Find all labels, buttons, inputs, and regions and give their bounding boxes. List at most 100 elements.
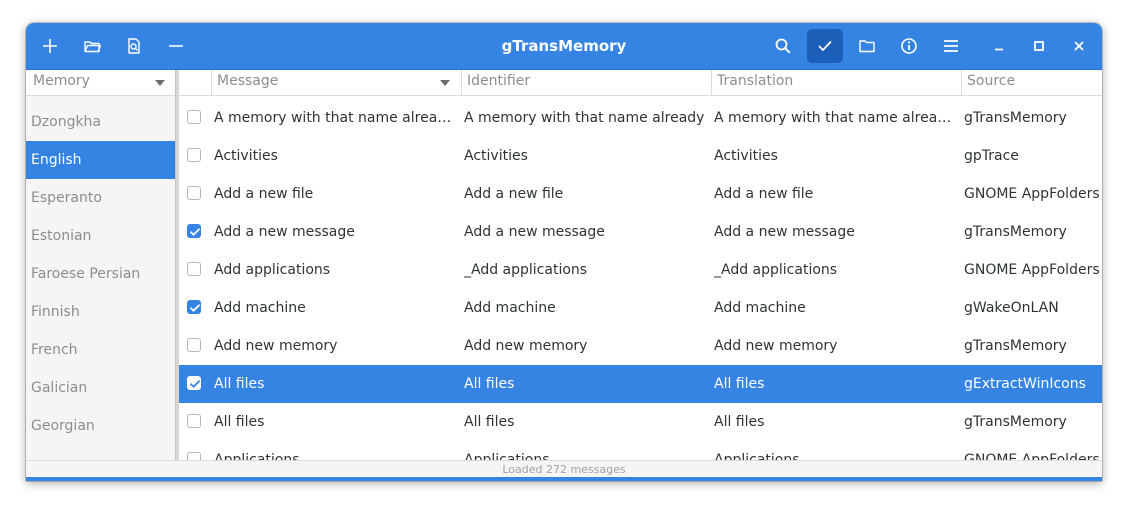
table-row[interactable]: Add a new file Add a new file Add a new fi… bbox=[179, 175, 1102, 213]
sidebar-item-finnish[interactable]: Finnish bbox=[26, 293, 175, 331]
cell-identifier: Add a new message bbox=[464, 224, 605, 240]
info-icon bbox=[901, 38, 917, 54]
status-text: Loaded 272 messages bbox=[502, 463, 626, 476]
cell-translation: Add machine bbox=[714, 300, 806, 316]
cell-source: GNOME AppFolders Manager bbox=[964, 262, 1102, 278]
open-folder-button[interactable] bbox=[849, 29, 885, 63]
cell-translation: Add a new file bbox=[714, 186, 814, 202]
column-header-translation[interactable]: Translation bbox=[711, 70, 961, 95]
folder-icon bbox=[859, 40, 875, 53]
column-header-label: Identifier bbox=[467, 73, 531, 89]
cell-identifier: Activities bbox=[464, 148, 528, 164]
sidebar-item-english[interactable]: English bbox=[26, 141, 175, 179]
row-checkbox[interactable] bbox=[187, 376, 201, 390]
cell-translation: _Add applications bbox=[714, 262, 838, 278]
table-row[interactable]: Add a new message Add a new message Add a … bbox=[179, 213, 1102, 251]
sidebar-item-georgian[interactable]: Georgian bbox=[26, 407, 175, 445]
sidebar-item-label: French bbox=[31, 342, 78, 358]
table-header: Message Identifier Translation Source bbox=[179, 70, 1102, 96]
cell-message: Add a new message bbox=[214, 224, 355, 240]
open-file-button[interactable] bbox=[74, 29, 110, 63]
cell-identifier: Add a new file bbox=[464, 186, 564, 202]
memory-column-header[interactable]: Memory bbox=[26, 70, 175, 96]
column-header-source[interactable]: Source bbox=[961, 70, 1102, 95]
checkmark-icon bbox=[190, 228, 200, 236]
column-header-message[interactable]: Message bbox=[211, 70, 461, 95]
row-checkbox[interactable] bbox=[187, 300, 201, 314]
sidebar-item-label: Estonian bbox=[31, 228, 92, 244]
document-search-icon bbox=[128, 38, 140, 54]
remove-memory-button[interactable] bbox=[158, 29, 194, 63]
sidebar-item-faroese-persian[interactable]: Faroese Persian bbox=[26, 255, 175, 293]
cell-translation: All files bbox=[714, 414, 765, 430]
sidebar-item-label: Faroese Persian bbox=[31, 266, 141, 282]
cell-message: All files bbox=[214, 414, 265, 430]
sidebar-item-estonian[interactable]: Estonian bbox=[26, 217, 175, 255]
checkmark-icon bbox=[190, 304, 200, 312]
sidebar-item-esperanto[interactable]: Esperanto bbox=[26, 179, 175, 217]
close-icon bbox=[1074, 41, 1084, 51]
cell-identifier: A memory with that name already exists bbox=[464, 110, 708, 126]
row-checkbox[interactable] bbox=[187, 224, 201, 238]
search-document-button[interactable] bbox=[116, 29, 152, 63]
cell-translation: Add a new message bbox=[714, 224, 855, 240]
window-bottom-edge bbox=[26, 477, 1102, 481]
cell-message: A memory with that name already exists bbox=[214, 110, 454, 126]
cell-source: GNOME AppFolders Manager bbox=[964, 186, 1102, 202]
selection-mode-button[interactable] bbox=[807, 29, 843, 63]
sidebar-item-french[interactable]: French bbox=[26, 331, 175, 369]
plus-icon bbox=[43, 39, 57, 53]
cell-source: gpTrace bbox=[964, 148, 1019, 164]
column-header-label: Source bbox=[967, 73, 1016, 89]
cell-identifier: Add machine bbox=[464, 300, 556, 316]
sidebar-item-label: Finnish bbox=[31, 304, 80, 320]
row-checkbox[interactable] bbox=[187, 452, 201, 460]
search-button[interactable] bbox=[765, 29, 801, 63]
cell-translation: A memory with that name already exists bbox=[714, 110, 954, 126]
cell-message: Add applications bbox=[214, 262, 331, 278]
sidebar-item-label: Dzongkha bbox=[31, 114, 102, 130]
cell-identifier: _Add applications bbox=[464, 262, 588, 278]
cell-translation: Applications bbox=[714, 452, 800, 460]
row-checkbox[interactable] bbox=[187, 186, 201, 200]
maximize-button[interactable] bbox=[1021, 29, 1057, 63]
row-checkbox[interactable] bbox=[187, 110, 201, 124]
app-window: gTransMemory Memory Dzongkha bbox=[26, 23, 1102, 481]
sidebar-item-galician[interactable]: Galician bbox=[26, 369, 175, 407]
cell-source: gTransMemory bbox=[964, 224, 1067, 240]
cell-message: All files bbox=[214, 376, 265, 392]
cell-source: GNOME AppFolders Manager bbox=[964, 452, 1102, 460]
sort-down-icon bbox=[440, 80, 450, 86]
column-header-check[interactable] bbox=[179, 70, 211, 95]
details-button[interactable] bbox=[891, 29, 927, 63]
add-memory-button[interactable] bbox=[32, 29, 68, 63]
main-menu-button[interactable] bbox=[933, 29, 969, 63]
row-checkbox[interactable] bbox=[187, 262, 201, 276]
table-row[interactable]: Add applications _Add applications _Add ap… bbox=[179, 251, 1102, 289]
minus-icon bbox=[169, 45, 183, 47]
row-checkbox[interactable] bbox=[187, 338, 201, 352]
row-checkbox[interactable] bbox=[187, 148, 201, 162]
table-row[interactable]: A memory with that name already exists A … bbox=[179, 99, 1102, 137]
cell-message: Add new memory bbox=[214, 338, 338, 354]
cell-identifier: All files bbox=[464, 414, 515, 430]
column-header-identifier[interactable]: Identifier bbox=[461, 70, 711, 95]
cell-message: Add a new file bbox=[214, 186, 314, 202]
close-button[interactable] bbox=[1061, 29, 1097, 63]
cell-source: gExtractWinIcons bbox=[964, 376, 1086, 392]
sidebar-item-label: Esperanto bbox=[31, 190, 102, 206]
minimize-button[interactable] bbox=[981, 29, 1017, 63]
cell-identifier: Add new memory bbox=[464, 338, 588, 354]
pane-separator[interactable] bbox=[175, 70, 179, 460]
cell-translation: All files bbox=[714, 376, 765, 392]
cell-identifier: Applications bbox=[464, 452, 550, 460]
row-checkbox[interactable] bbox=[187, 414, 201, 428]
sidebar-item-dzongkha[interactable]: Dzongkha bbox=[26, 103, 175, 141]
checkmark-icon bbox=[190, 380, 200, 388]
